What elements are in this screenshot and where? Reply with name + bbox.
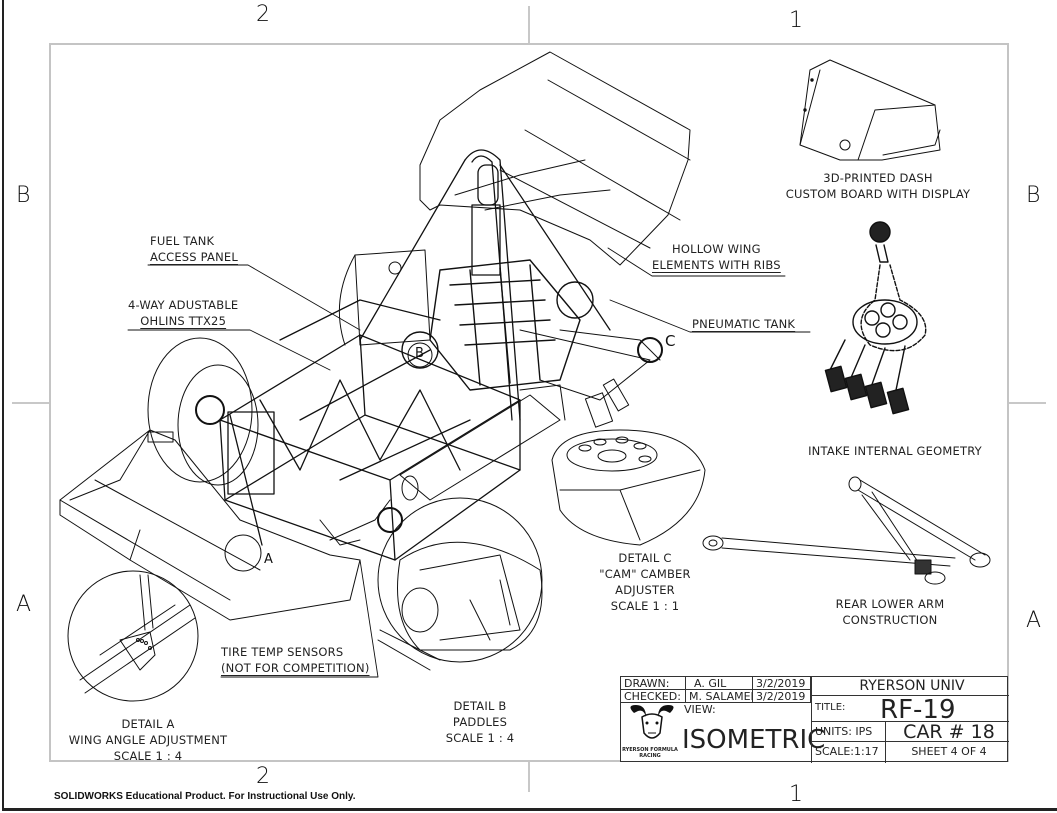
- exhaust: [399, 384, 566, 501]
- zone-label-left-b: B: [16, 183, 31, 208]
- callout-hollow-wing-line2: ELEMENTS WITH RIBS: [652, 258, 781, 272]
- space-frame: [219, 299, 521, 561]
- title-cell: TITLE: RF-19: [811, 696, 1009, 722]
- title-value: RF-19: [880, 696, 956, 722]
- detail-a-label-line1: DETAIL A: [121, 717, 175, 731]
- checked-date: 3/2/2019: [753, 690, 811, 703]
- callout-pneumatic-tank: PNEUMATIC TANK: [692, 317, 796, 331]
- company-name: RYERSON UNIV: [811, 677, 1009, 696]
- callout-fuel-tank: FUEL TANK ACCESS PANEL: [150, 233, 238, 265]
- zone-label-right-a: A: [1026, 608, 1042, 633]
- units: UNITS: IPS: [811, 722, 886, 742]
- detail-marker-c: C: [665, 332, 676, 350]
- title-label: TITLE:: [815, 702, 846, 713]
- callout-fuel-tank-line1: FUEL TANK: [150, 234, 215, 248]
- rear-arm-label-line2: CONSTRUCTION: [842, 613, 938, 627]
- detail-b-label: DETAIL B PADDLES SCALE 1 : 4: [440, 698, 520, 746]
- callout-ohlins: 4-WAY ADUSTABLE OHLINS TTX25: [128, 297, 238, 329]
- zone-label-bottom-2: 2: [256, 764, 270, 789]
- zone-label-top-1: 1: [789, 8, 803, 33]
- detail-b-label-line2: PADDLES: [452, 715, 508, 729]
- drawn-date: 3/2/2019: [753, 677, 811, 690]
- upright: [319, 499, 403, 546]
- drawing-frame: [49, 43, 1009, 762]
- drawn-by: A. GIL: [686, 677, 753, 690]
- callout-tire-temp: TIRE TEMP SENSORS (NOT FOR COMPETITION): [221, 644, 370, 676]
- detail-b-label-line3: SCALE 1 : 4: [445, 731, 515, 745]
- callout-tire-temp-line2: (NOT FOR COMPETITION): [221, 661, 370, 675]
- detail-b-view: [377, 497, 543, 671]
- view-value: ISOMETRIC: [682, 725, 826, 755]
- detail-a-view: [67, 570, 199, 702]
- detail-a-marker-circle: [224, 534, 262, 572]
- checked-label: CHECKED:: [621, 690, 686, 703]
- zone-divider-left: [12, 402, 49, 404]
- logo-text: RYERSON FORMULA RACING: [622, 747, 678, 759]
- zone-divider-right: [1009, 402, 1046, 404]
- rear-arm-label-line1: REAR LOWER ARM: [835, 597, 945, 611]
- dash-view-label: 3D-PRINTED DASH CUSTOM BOARD WITH DISPLA…: [778, 170, 978, 202]
- drawn-label: DRAWN:: [621, 677, 686, 690]
- scale: SCALE:1:17: [811, 742, 886, 763]
- ram-logo-icon: [630, 705, 674, 739]
- checked-by: M. SALAMEH: [686, 690, 753, 703]
- zone-label-bottom-1: 1: [789, 782, 803, 807]
- detail-c-label: DETAIL C "CAM" CAMBER ADJUSTER SCALE 1 :…: [590, 550, 700, 614]
- leader-lines: [127, 247, 811, 678]
- intake-view: [824, 221, 927, 415]
- detail-b-label-line1: DETAIL B: [453, 699, 507, 713]
- front-wheel: [147, 337, 259, 486]
- logo: RYERSON FORMULA RACING: [621, 703, 681, 763]
- detail-marker-b: B: [415, 346, 424, 361]
- detail-c-view: [551, 429, 706, 546]
- sidepod: [338, 249, 431, 346]
- rear-arm-view-label: REAR LOWER ARM CONSTRUCTION: [820, 596, 960, 628]
- sheet-outer-border-left: [2, 0, 4, 811]
- callout-fuel-tank-line2: ACCESS PANEL: [150, 250, 238, 264]
- callout-ohlins-line1: 4-WAY ADUSTABLE: [128, 298, 239, 312]
- rear-suspension: [519, 329, 663, 428]
- zone-divider-top: [528, 6, 530, 43]
- roll-hoop: [359, 149, 611, 421]
- dash-view-label-line2: CUSTOM BOARD WITH DISPLAY: [785, 187, 971, 201]
- detail-c-label-line1: DETAIL C: [618, 551, 672, 565]
- callout-hollow-wing-line1: HOLLOW WING: [672, 242, 761, 256]
- solidworks-watermark: SOLIDWORKS Educational Product. For Inst…: [54, 791, 356, 802]
- front-wing: [59, 429, 361, 621]
- detail-c-label-line2: "CAM" CAMBER: [599, 567, 691, 581]
- zone-divider-bottom: [528, 762, 530, 792]
- intake-view-label: INTAKE INTERNAL GEOMETRY: [808, 444, 982, 458]
- dash-view: [799, 59, 941, 161]
- detail-b-marker-circle: [407, 342, 433, 368]
- zone-label-top-2: 2: [256, 2, 270, 27]
- detail-a-label: DETAIL A WING ANGLE ADJUSTMENT SCALE 1 :…: [58, 716, 238, 764]
- detail-a-label-line2: WING ANGLE ADJUSTMENT: [68, 733, 228, 747]
- callout-ohlins-line2: OHLINS TTX25: [140, 314, 227, 328]
- detail-marker-a: A: [264, 552, 273, 567]
- detail-c-label-line4: SCALE 1 : 1: [610, 599, 680, 613]
- callout-hollow-wing: HOLLOW WING ELEMENTS WITH RIBS: [652, 241, 781, 273]
- sheet-outer-border-bottom: [2, 808, 1057, 811]
- title-block: DRAWN: A. GIL 3/2/2019 CHECKED: M. SALAM…: [620, 676, 1009, 763]
- zone-label-left-a: A: [16, 592, 32, 617]
- rear-wing: [419, 51, 691, 266]
- car-number: CAR # 18: [886, 722, 1009, 742]
- zone-label-right-b: B: [1026, 183, 1041, 208]
- detail-a-label-line3: SCALE 1 : 4: [113, 749, 183, 763]
- callout-tire-temp-line1: TIRE TEMP SENSORS: [221, 645, 344, 659]
- engine: [401, 259, 594, 391]
- rear-arm-view: [702, 476, 991, 585]
- detail-c-label-line3: ADJUSTER: [615, 583, 675, 597]
- dash-view-label-line1: 3D-PRINTED DASH: [823, 171, 933, 185]
- view-label: VIEW:: [684, 703, 716, 716]
- sheet-number: SHEET 4 OF 4: [911, 745, 987, 758]
